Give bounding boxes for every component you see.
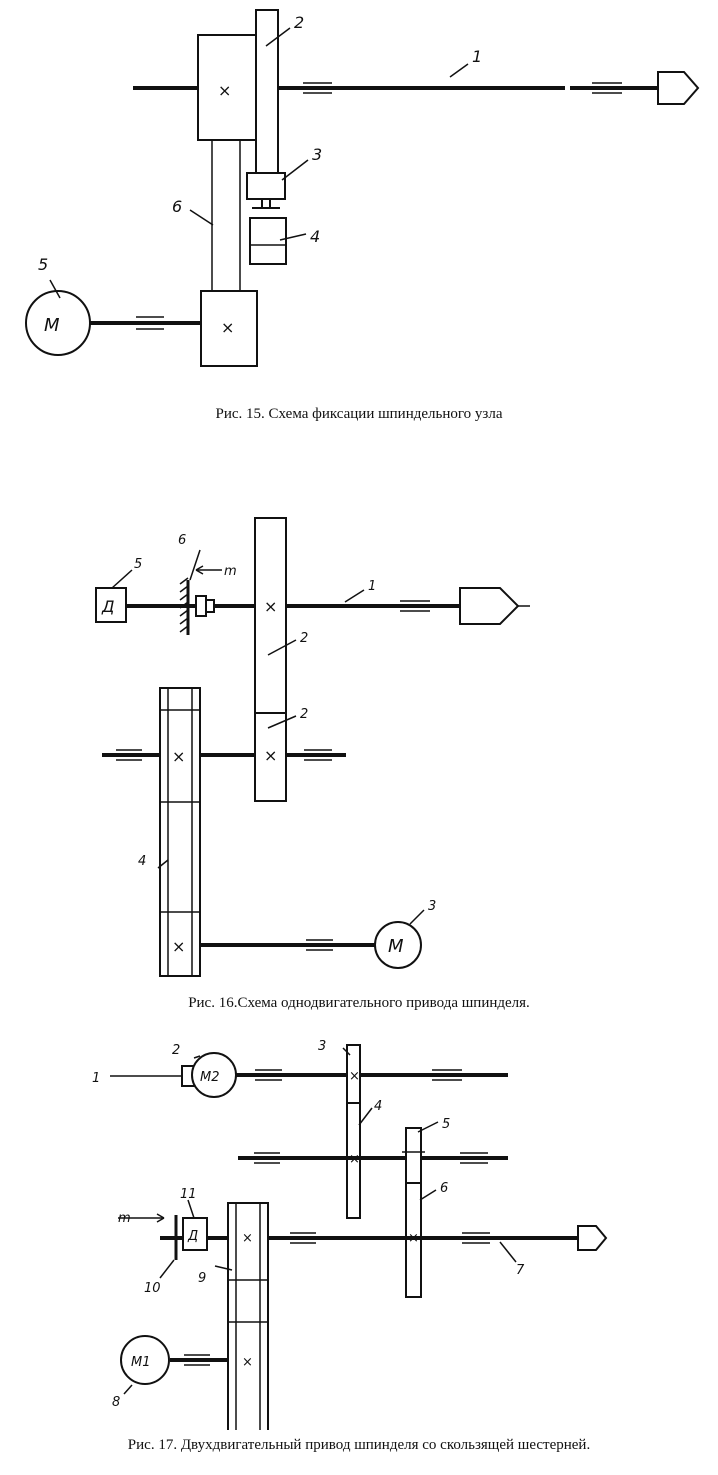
- motor-circle: [374, 921, 422, 969]
- label-6: 6: [178, 533, 186, 548]
- sensor-label: Д: [187, 1229, 198, 1244]
- pulley-cross-mark: ×: [242, 1231, 253, 1246]
- gear-cross-mark: ×: [264, 597, 277, 616]
- motor-label: М: [44, 315, 60, 336]
- belt-drive: [227, 1202, 269, 1430]
- bearing-symbol: [460, 1152, 488, 1164]
- sensor-box: [95, 587, 127, 623]
- upper-pulley: [197, 34, 257, 141]
- pulley-cross-mark: ×: [172, 937, 185, 956]
- label-4: 4: [310, 227, 320, 246]
- bearing-symbol: [432, 1069, 462, 1081]
- gear-upper: [254, 517, 287, 714]
- brake-disc: [195, 595, 207, 617]
- figure-16-diagram: Д m × ×: [95, 517, 530, 977]
- label-10: 10: [144, 1281, 161, 1296]
- label-3: 3: [318, 1039, 326, 1054]
- label-5: 5: [38, 255, 48, 274]
- bearing-symbol: [462, 1232, 490, 1244]
- gear-cross-mark: ×: [349, 1069, 360, 1084]
- motor1-circle: [120, 1335, 170, 1385]
- label-8: 8: [112, 1395, 120, 1410]
- label-3: 3: [428, 899, 436, 914]
- bearing-symbol: [306, 939, 333, 951]
- sensor-box: [182, 1217, 208, 1251]
- label-2: 2: [300, 631, 308, 646]
- lock-block: [246, 172, 286, 200]
- gear-cross-mark: ×: [264, 746, 277, 765]
- lower-pulley: [200, 290, 258, 367]
- label-4: 4: [374, 1099, 382, 1114]
- label-1: 1: [92, 1071, 100, 1086]
- air-supply-icon: m: [224, 564, 237, 579]
- label-5: 5: [442, 1117, 450, 1132]
- motor-label: М: [388, 936, 404, 957]
- label-3: 3: [312, 145, 322, 164]
- bearing-symbol: [184, 1354, 210, 1366]
- label-2: 2: [172, 1043, 180, 1058]
- bearing-symbol: [136, 316, 164, 330]
- sliding-gear-5: [405, 1127, 422, 1184]
- label-9: 9: [198, 1271, 206, 1286]
- motor2-circle: [191, 1052, 237, 1098]
- motor2-label: М2: [200, 1070, 220, 1085]
- spindle-nose: [577, 1225, 608, 1251]
- belt-drive: [159, 687, 201, 977]
- motor1-label: М1: [131, 1355, 151, 1370]
- pulley-cross-mark: ×: [218, 81, 231, 100]
- figure-17-caption: Рис. 17. Двухдвигательный привод шпиндел…: [127, 1437, 591, 1453]
- lock-cylinder: [249, 217, 287, 265]
- sensor-label: Д: [101, 597, 115, 616]
- bearing-symbol: [400, 600, 430, 612]
- gear-4: [346, 1102, 361, 1219]
- pulley-cross-mark: ×: [172, 747, 185, 766]
- figure-15-caption: Рис. 15. Схема фиксации шпиндельного узл…: [215, 406, 503, 422]
- figure-17-diagram: М2 × × ×: [92, 1039, 608, 1430]
- bearing-symbol: [290, 1232, 316, 1244]
- bearing-symbol: [254, 1152, 280, 1164]
- label-4: 4: [138, 854, 146, 869]
- label-6: 6: [440, 1181, 448, 1196]
- bearing-symbol: [303, 82, 332, 94]
- label-2: 2: [294, 13, 304, 32]
- pulley-cross-mark: ×: [221, 318, 234, 337]
- label-5: 5: [134, 557, 142, 572]
- spindle-nose: [459, 587, 520, 625]
- label-6: 6: [172, 197, 182, 216]
- label-11: 11: [180, 1187, 197, 1202]
- label-2: 2: [300, 707, 308, 722]
- bearing-symbol: [116, 749, 142, 761]
- spindle-nose: [657, 71, 700, 105]
- figure-16-caption: Рис. 16.Схема однодвигательного привода …: [188, 995, 530, 1011]
- fixing-disc: [255, 9, 279, 174]
- figure-15-diagram: × × М 1 2 3 4: [25, 9, 700, 367]
- bearing-symbol: [304, 749, 332, 761]
- bearing-symbol: [592, 82, 622, 94]
- brake-hatching: [179, 577, 189, 633]
- bearing-symbol: [255, 1069, 282, 1081]
- air-supply-icon: m: [118, 1211, 131, 1226]
- label-7: 7: [516, 1263, 525, 1278]
- pulley-cross-mark: ×: [242, 1355, 253, 1370]
- motor-circle: [25, 290, 91, 356]
- label-1: 1: [472, 47, 482, 66]
- label-1: 1: [368, 579, 376, 594]
